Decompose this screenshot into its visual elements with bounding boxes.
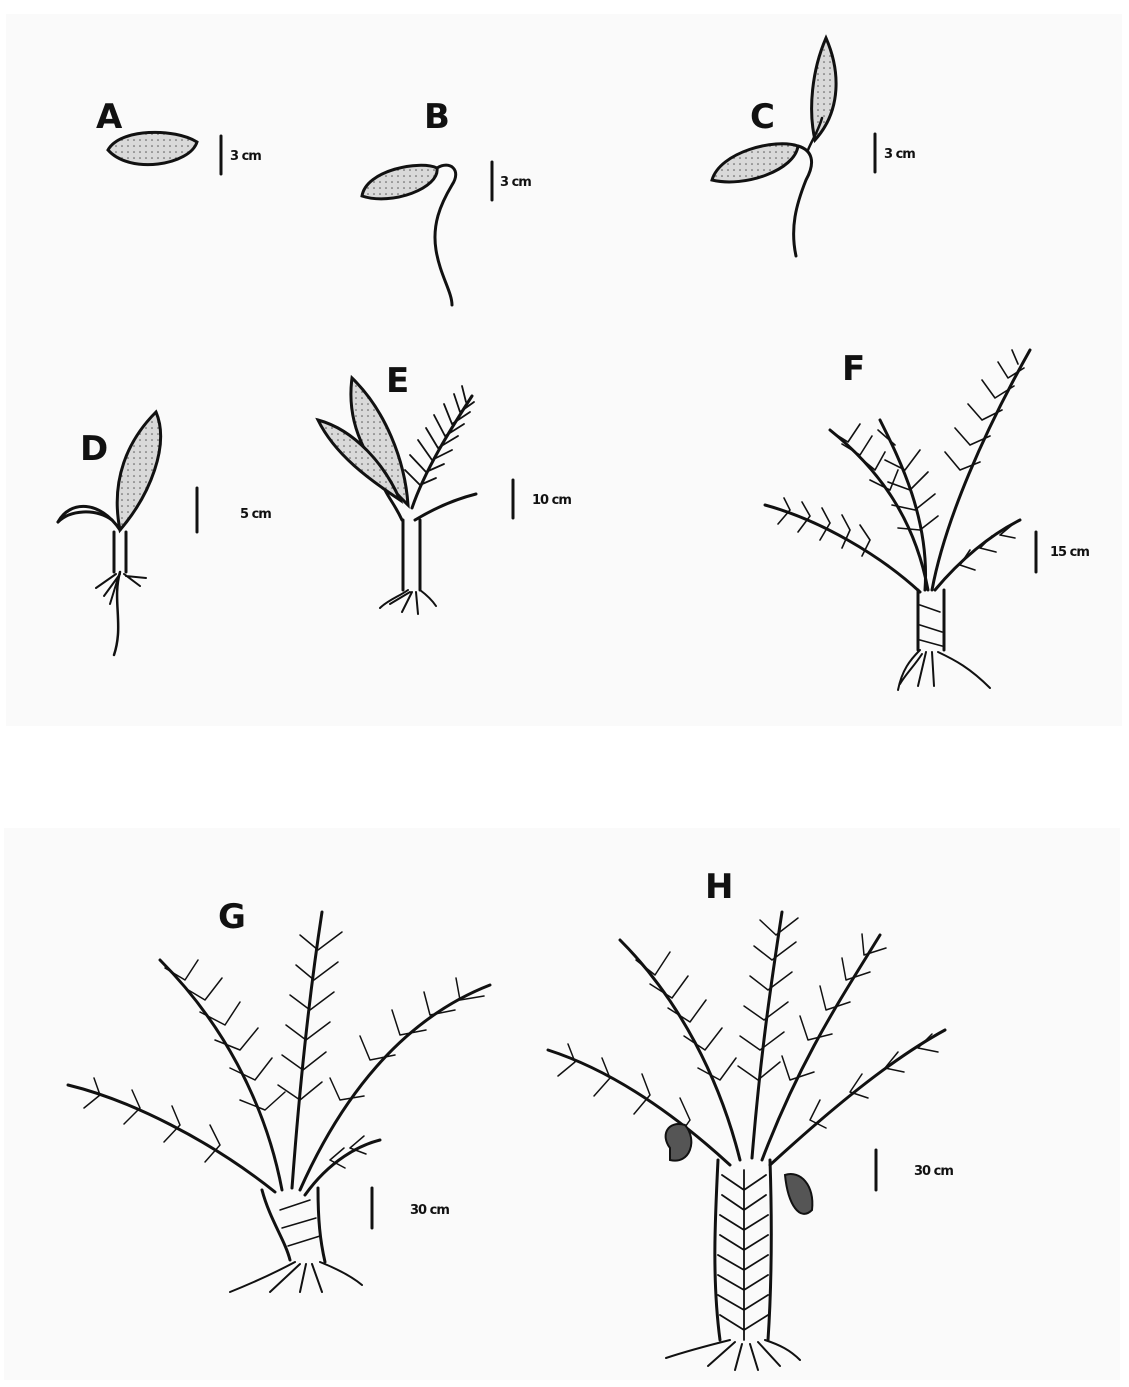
stage-f-scale-label: 15 cm [1050, 545, 1089, 560]
stage-b-scale-label: 3 cm [500, 175, 531, 190]
stage-a-scale-label: 3 cm [230, 149, 261, 164]
stage-d-scale-label: 5 cm [240, 507, 271, 522]
stage-d-label: D [80, 429, 108, 469]
stage-f-label: F [842, 349, 865, 389]
stage-d-illustration [58, 412, 161, 655]
stage-a-illustration [108, 132, 197, 164]
stage-e-label: E [386, 361, 409, 401]
stage-g-scale-label: 30 cm [410, 1203, 449, 1218]
stage-e-scale-label: 10 cm [532, 493, 571, 508]
stage-b-illustration [362, 165, 456, 305]
seed-a [108, 132, 197, 164]
stage-f-illustration [765, 350, 1030, 690]
stage-a-label: A [96, 97, 123, 137]
stage-h-illustration [548, 912, 945, 1370]
stage-c-illustration [712, 38, 836, 256]
stage-e-illustration [318, 378, 476, 614]
stage-c-label: C [750, 97, 775, 137]
stage-h-scale-label: 30 cm [914, 1164, 953, 1179]
stage-b-label: B [424, 97, 450, 137]
stage-c-scale-label: 3 cm [884, 147, 915, 162]
stage-h-label: H [705, 867, 733, 907]
stage-g-label: G [218, 897, 246, 937]
stage-g-illustration [68, 912, 490, 1292]
